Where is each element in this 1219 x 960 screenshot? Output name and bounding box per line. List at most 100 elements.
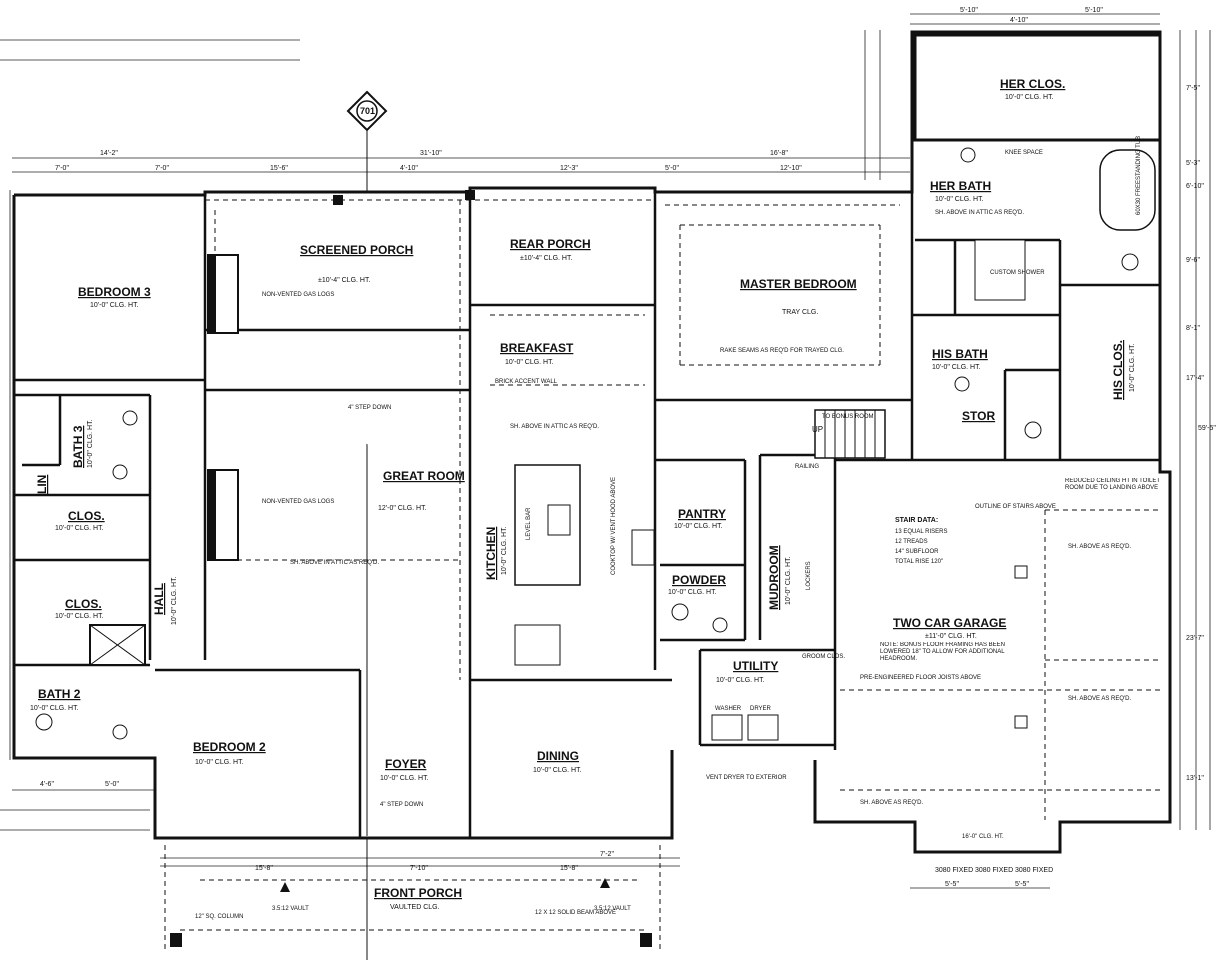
room-bedroom3-clg: 10'-0" CLG. HT. — [90, 302, 139, 309]
sh-attic-note-2: SH. ABOVE IN ATTIC AS REQ'D. — [510, 424, 599, 430]
room-powder-clg: 10'-0" CLG. HT. — [668, 589, 717, 596]
dim-b-4: 7'-10" — [410, 865, 428, 872]
interior-walls — [14, 138, 1160, 838]
room-screened-porch: SCREENED PORCH — [300, 243, 413, 257]
room-her-bath: HER BATH — [930, 179, 991, 193]
room-her-bath-clg: 10'-0" CLG. HT. — [935, 196, 984, 203]
section-marker-label: 701 — [360, 106, 375, 116]
reduced-ceiling-wrap: REDUCED CEILING HT IN TOILET ROOM DUE TO… — [1065, 478, 1160, 491]
dim-top-3: 16'-8" — [770, 150, 788, 157]
sh-above-note-2: SH. ABOVE AS REQ'D. — [1068, 696, 1132, 702]
room-lin: LIN — [35, 475, 49, 494]
dim-row2-7: 12'-10" — [780, 165, 802, 172]
dim-row2-4: 4'-10" — [400, 165, 418, 172]
railing-label: RAILING — [795, 464, 819, 470]
dryer-label: DRYER — [750, 706, 772, 712]
vault-label-2: 3.5:12 VAULT — [594, 906, 631, 912]
knee-space-label: KNEE SPACE — [1005, 150, 1043, 156]
dim-b-3: 15'-8" — [255, 865, 273, 872]
room-kitchen: KITCHEN — [484, 527, 498, 580]
tub-label: 60X30 FREESTANDING TUB — [1136, 136, 1142, 215]
room-her-clos: HER CLOS. — [1000, 77, 1065, 91]
dim-r-8: 23'-7" — [1186, 635, 1204, 642]
kitchen-sink-icon — [547, 504, 571, 536]
dim-r-7: 59'-5" — [1198, 425, 1216, 432]
sink-icon-2 — [954, 376, 970, 392]
room-clos-1: CLOS. — [68, 509, 105, 523]
vent-dryer-note: VENT DRYER TO EXTERIOR — [706, 775, 787, 781]
dim-tr-2: 5'-10" — [1085, 7, 1103, 14]
dim-row2-2: 7'-0" — [155, 165, 169, 172]
garage-details — [280, 565, 1028, 892]
dim-row2-3: 15'-6" — [270, 165, 288, 172]
stair-data-line-3: 14" SUBFLOOR — [895, 549, 939, 555]
dim-b-1: 4'-6" — [40, 781, 54, 788]
dim-gw-3: 3080 FIXED — [1015, 867, 1053, 874]
fireplaces — [207, 254, 239, 561]
stair-data-title: STAIR DATA: — [895, 517, 938, 524]
dim-row2-5: 12'-3" — [560, 165, 578, 172]
non-vented-note-2: NON-VENTED GAS LOGS — [262, 499, 334, 505]
vault-label-1: 3.5:12 VAULT — [272, 906, 309, 912]
dim-r-3: 6'-10" — [1186, 183, 1204, 190]
outline-stairs-note: OUTLINE OF STAIRS ABOVE — [975, 504, 1056, 510]
room-master-bedroom: MASTER BEDROOM — [740, 277, 857, 291]
annotations: STAIR DATA: 13 EQUAL RISERS 12 TREADS 14… — [195, 136, 1160, 920]
room-mudroom-clg: 10'-0" CLG. HT. — [785, 556, 792, 605]
dim-gb-2: 5'-5" — [1015, 881, 1029, 888]
room-bath2-clg: 10'-0" CLG. HT. — [30, 705, 79, 712]
room-foyer: FOYER — [385, 757, 427, 771]
garage-door-label: 16'-0" CLG. HT. — [962, 834, 1004, 840]
dim-b-5: 15'-8" — [560, 865, 578, 872]
room-his-clos-clg: 10'-0" CLG. HT. — [1129, 343, 1136, 392]
to-bonus-note: TO BONUS ROOM — [822, 414, 874, 420]
sink-icon-3 — [122, 410, 138, 426]
dim-r-1: 7'-5" — [1186, 85, 1200, 92]
room-labels: HER CLOS. 10'-0" CLG. HT. HER BATH 10'-0… — [30, 77, 1136, 911]
room-front-porch-clg: VAULTED CLG. — [390, 904, 440, 911]
tray-note: RAKE SEAMS AS REQ'D FOR TRAYED CLG. — [720, 348, 844, 354]
room-master-bedroom-clg: TRAY CLG. — [782, 309, 818, 316]
room-utility-clg: 10'-0" CLG. HT. — [716, 677, 765, 684]
room-clos-1-clg: 10'-0" CLG. HT. — [55, 525, 104, 532]
room-pantry-clg: 10'-0" CLG. HT. — [674, 523, 723, 530]
room-his-bath: HIS BATH — [932, 347, 988, 361]
room-great-room: GREAT ROOM — [383, 469, 465, 483]
dim-gw-2: 3080 FIXED — [975, 867, 1013, 874]
dim-top-1: 14'-2" — [100, 150, 118, 157]
room-powder: POWDER — [672, 573, 726, 587]
washer-icon — [711, 714, 743, 741]
room-two-car-garage: TWO CAR GARAGE — [893, 616, 1006, 630]
pre-engineered-note: PRE-ENGINEERED FLOOR JOISTS ABOVE — [860, 675, 981, 681]
cooktop-label: COOKTOP W/ VENT HOOD ABOVE — [611, 477, 617, 575]
vault-arrow-icon-2 — [600, 878, 610, 888]
sink-icon-4 — [112, 724, 128, 740]
washer-label: WASHER — [715, 706, 742, 712]
custom-shower-icon — [974, 239, 1026, 301]
room-two-car-garage-clg: ±11'-0" CLG. HT. — [925, 633, 977, 640]
dryer-icon — [747, 714, 779, 741]
room-great-room-clg: 12'-0" CLG. HT. — [378, 505, 427, 512]
sh-above-note-1: SH. ABOVE AS REQ'D. — [1068, 544, 1132, 550]
room-foyer-clg: 10'-0" CLG. HT. — [380, 775, 429, 782]
dim-r-4: 9'-6" — [1186, 257, 1200, 264]
dim-row2-6: 5'-0" — [665, 165, 679, 172]
dim-r-9: 13'-1" — [1186, 775, 1204, 782]
stair-data-line-1: 13 EQUAL RISERS — [895, 529, 947, 535]
dim-r-6: 17'-4" — [1186, 375, 1204, 382]
sink-icon — [960, 147, 976, 163]
dim-b-2: 5'-0" — [105, 781, 119, 788]
dim-r-5: 8'-1" — [1186, 325, 1200, 332]
dim-gb-1: 5'-5" — [945, 881, 959, 888]
non-vented-note-1: NON-VENTED GAS LOGS — [262, 292, 334, 298]
dim-tr-1: 5'-10" — [960, 7, 978, 14]
up-label: UP — [812, 425, 823, 434]
refrigerator — [514, 624, 561, 666]
toilet-icon-4 — [35, 713, 53, 731]
room-his-clos: HIS CLOS. — [1111, 340, 1125, 400]
room-utility: UTILITY — [733, 659, 778, 673]
dim-row2-1: 7'-0" — [55, 165, 69, 172]
room-stor: STOR — [962, 409, 995, 423]
dim-top-2: 31'-10" — [420, 150, 442, 157]
